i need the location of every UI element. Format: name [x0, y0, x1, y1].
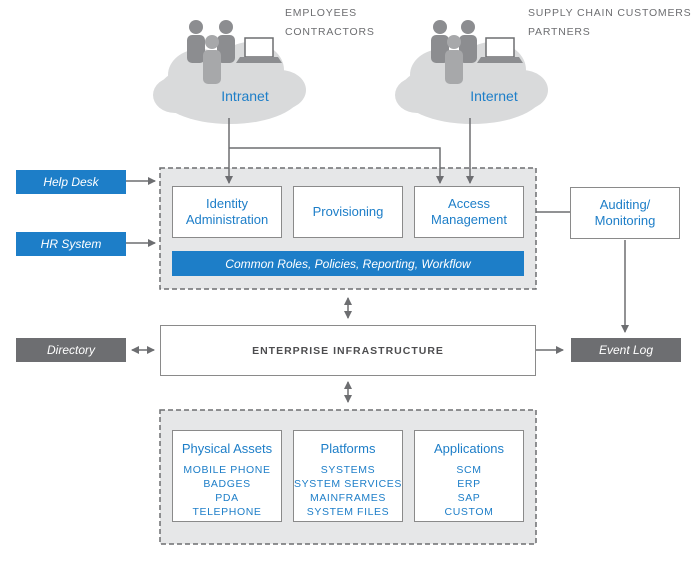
list-item: ERP [457, 478, 481, 490]
list-item: SAP [457, 492, 481, 504]
list-item: SYSTEM FILES [306, 506, 390, 518]
audience-label: SUPPLY CHAIN CUSTOMERS [528, 7, 692, 19]
list-item: TELEPHONE [192, 506, 262, 518]
box-label: Provisioning [312, 204, 384, 219]
list-item: SCM [456, 464, 482, 476]
list-item: SYSTEM SERVICES [294, 478, 403, 490]
common-roles-bar: Common Roles, Policies, Reporting, Workf… [172, 251, 524, 276]
audience-label: CONTRACTORS [285, 26, 375, 38]
list-item: CUSTOM [444, 506, 494, 518]
physical-assets-box: Physical Assets MOBILE PHONE BADGES PDA … [172, 430, 282, 522]
audience-internal: EMPLOYEES CONTRACTORS [285, 4, 375, 42]
list-item: PDA [215, 492, 239, 504]
audience-external: SUPPLY CHAIN CUSTOMERS PARTNERS [528, 4, 691, 42]
intranet-label: Intranet [221, 88, 269, 104]
enterprise-infrastructure-box: ENTERPRISE INFRASTRUCTURE [160, 325, 536, 376]
list-item: MOBILE PHONE [183, 464, 271, 476]
box-label: Auditing/ [599, 197, 651, 212]
list-item: BADGES [203, 478, 251, 490]
box-label: Identity [206, 196, 248, 211]
internet-cloud [395, 42, 548, 124]
people-icon [431, 20, 477, 84]
access-management-box: Access Management [414, 186, 524, 238]
help-desk-box: Help Desk [16, 170, 126, 194]
box-title: Physical Assets [181, 441, 273, 456]
box-label: Management [431, 212, 507, 227]
identity-administration-box: Identity Administration [172, 186, 282, 238]
box-title: Applications [433, 441, 505, 456]
people-icon [187, 20, 235, 84]
arrow-intranet-access [229, 147, 444, 184]
laptop-icon [477, 37, 523, 63]
platforms-box: Platforms SYSTEMS SYSTEM SERVICES MAINFR… [293, 430, 403, 522]
directory-box: Directory [16, 338, 126, 362]
event-log-box: Event Log [571, 338, 681, 362]
list-item: SYSTEMS [320, 464, 376, 476]
provisioning-box: Provisioning [293, 186, 403, 238]
laptop-icon [236, 37, 282, 63]
audience-label: EMPLOYEES [285, 7, 357, 19]
audience-label: PARTNERS [528, 26, 591, 38]
auditing-monitoring-box: Auditing/ Monitoring [570, 187, 680, 239]
box-label: Administration [185, 212, 269, 227]
internet-label: Internet [470, 88, 518, 104]
list-item: MAINFRAMES [309, 492, 386, 504]
box-label: Monitoring [594, 213, 656, 228]
box-title: Platforms [320, 441, 376, 456]
applications-box: Applications SCM ERP SAP CUSTOM [414, 430, 524, 522]
hr-system-box: HR System [16, 232, 126, 256]
box-label: Access [448, 196, 490, 211]
